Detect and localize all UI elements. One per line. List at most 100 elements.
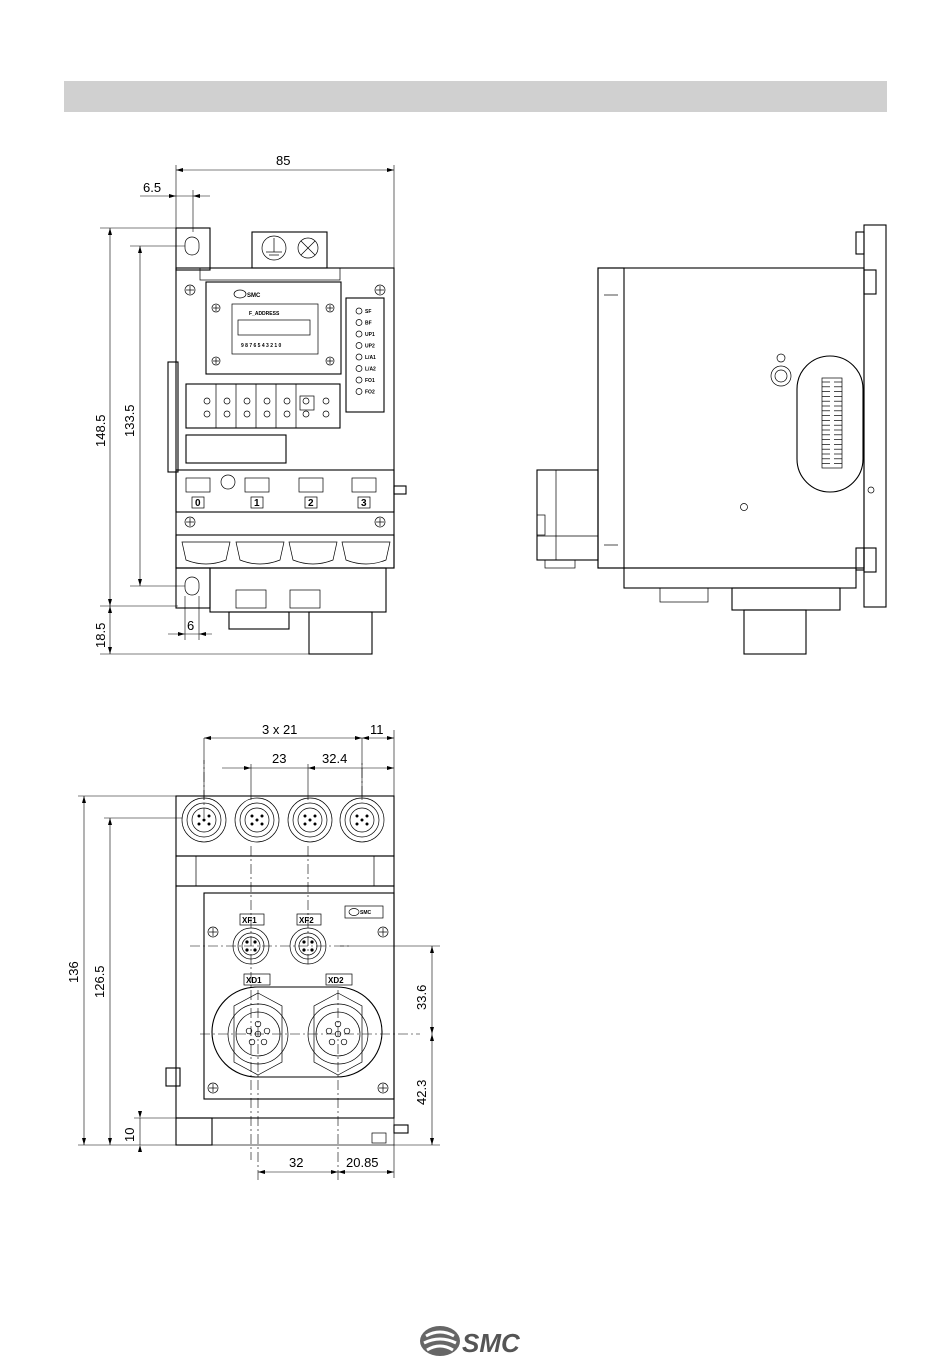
side-end-plate bbox=[864, 225, 886, 607]
dim-xf-offset-label: 32.4 bbox=[322, 751, 347, 766]
screw-icon bbox=[208, 927, 388, 1093]
terminal-hole bbox=[303, 398, 309, 404]
m12-connectors bbox=[182, 798, 384, 842]
indicator-dome bbox=[221, 475, 235, 489]
side-view bbox=[537, 225, 886, 654]
bottom-main-body bbox=[176, 886, 394, 1118]
ground-terminal-block bbox=[252, 232, 327, 268]
connector-cap bbox=[289, 542, 337, 564]
led-label: UP2 bbox=[365, 344, 375, 350]
terminal-hole bbox=[204, 411, 210, 417]
brand-small-label: SMC bbox=[247, 293, 261, 299]
terminal-hole bbox=[323, 411, 329, 417]
terminal-hole bbox=[284, 398, 290, 404]
dim-edge-label: 11 bbox=[370, 722, 384, 737]
bottom-mount-ear bbox=[176, 568, 210, 608]
side-base bbox=[624, 568, 856, 588]
xd2-label: XD2 bbox=[328, 976, 344, 985]
led-label: BF bbox=[365, 321, 372, 327]
label-plate bbox=[186, 435, 286, 463]
bottom-view: SMC XF1 XF2 XD1 XD2 bbox=[66, 722, 440, 1180]
channel-socket bbox=[245, 478, 269, 492]
terminal-hole bbox=[264, 411, 270, 417]
led-indicator bbox=[356, 331, 362, 337]
led-indicator bbox=[356, 377, 362, 383]
front-plug bbox=[229, 612, 289, 629]
led-label: UP1 bbox=[365, 332, 375, 338]
channel-socket bbox=[186, 478, 210, 492]
front-view: SMC F_ADDRESS 9 8 7 6 5 4 3 2 1 0 SFBFUP… bbox=[93, 153, 406, 654]
channel-list: 0123 bbox=[186, 475, 376, 509]
xd-pins bbox=[246, 1021, 350, 1045]
dim-pitch-label: 3 x 21 bbox=[262, 722, 297, 737]
dim-base-label: 10 bbox=[122, 1128, 137, 1142]
dim-height-mount-label: 133.5 bbox=[122, 404, 137, 437]
dim-width-label: 85 bbox=[276, 153, 290, 168]
connector-cap bbox=[236, 542, 284, 564]
side-cable-block bbox=[744, 610, 806, 654]
bottom-mount-hole bbox=[185, 577, 199, 595]
dim-height-total-label: 148.5 bbox=[93, 414, 108, 447]
led-indicator bbox=[356, 366, 362, 372]
led-indicator bbox=[356, 354, 362, 360]
connector-pins bbox=[822, 382, 842, 464]
side-attachment bbox=[537, 470, 598, 560]
terminal-hole bbox=[224, 398, 230, 404]
terminal-hole bbox=[323, 398, 329, 404]
connector-pin bbox=[245, 940, 248, 943]
connector-pin bbox=[310, 948, 313, 951]
terminal-hole bbox=[284, 411, 290, 417]
bottom-connector-row bbox=[176, 796, 394, 856]
dim-xd-pitch-label: 32 bbox=[289, 1155, 303, 1170]
terminal-holes bbox=[204, 398, 329, 417]
address-label: F_ADDRESS bbox=[249, 311, 280, 317]
terminal-hole bbox=[303, 411, 309, 417]
connector-pin bbox=[264, 1028, 270, 1034]
terminal-hole bbox=[224, 411, 230, 417]
led-label: L/A1 bbox=[365, 355, 376, 361]
terminal-strip bbox=[186, 384, 340, 428]
smc-logo-icon bbox=[349, 909, 359, 916]
terminal-hole bbox=[244, 398, 250, 404]
smc-logo-icon bbox=[234, 290, 246, 298]
footer-logo-text: SMC bbox=[462, 1328, 521, 1358]
m12-connector bbox=[288, 798, 332, 842]
led-label: FO1 bbox=[365, 378, 375, 384]
connector-cap-row bbox=[176, 535, 394, 568]
channel-socket bbox=[299, 478, 323, 492]
m12-connector bbox=[235, 798, 279, 842]
top-mount-hole bbox=[185, 237, 199, 255]
dim-xd-upper-label: 33.6 bbox=[414, 985, 429, 1010]
dim-bottom-label: 18.5 bbox=[93, 623, 108, 648]
led-indicator bbox=[356, 343, 362, 349]
brand-badge-label: SMC bbox=[360, 910, 372, 916]
channel-label: 3 bbox=[361, 498, 367, 509]
address-panel bbox=[206, 282, 341, 374]
smc-footer-logo: SMC bbox=[420, 1326, 521, 1358]
led-label: L/A2 bbox=[365, 367, 376, 373]
top-mount-ear bbox=[176, 228, 210, 270]
front-cable-block bbox=[309, 612, 372, 654]
dim-hole-offset-label: 6 bbox=[187, 618, 194, 633]
dim-xd-lower-label: 42.3 bbox=[414, 1080, 429, 1105]
connector-pin bbox=[310, 940, 313, 943]
m12-connector bbox=[340, 798, 384, 842]
channel-label: 2 bbox=[308, 498, 314, 509]
connector-pin bbox=[329, 1039, 335, 1045]
connector-cap bbox=[342, 542, 390, 564]
xf2-label: XF2 bbox=[299, 916, 314, 925]
channel-socket bbox=[352, 478, 376, 492]
connector-pin bbox=[261, 1039, 267, 1045]
bottom-base-plate bbox=[176, 1118, 212, 1145]
screw-icon bbox=[185, 285, 385, 527]
channel-label: 0 bbox=[195, 498, 201, 509]
led-label: FO2 bbox=[365, 390, 375, 396]
bus-connector-slot bbox=[797, 356, 863, 492]
connector-pin bbox=[302, 940, 305, 943]
led-indicator bbox=[356, 389, 362, 395]
connector-pin bbox=[249, 1039, 255, 1045]
cap-list bbox=[182, 542, 390, 564]
dim-bottom-height-inner-label: 126.5 bbox=[92, 965, 107, 998]
